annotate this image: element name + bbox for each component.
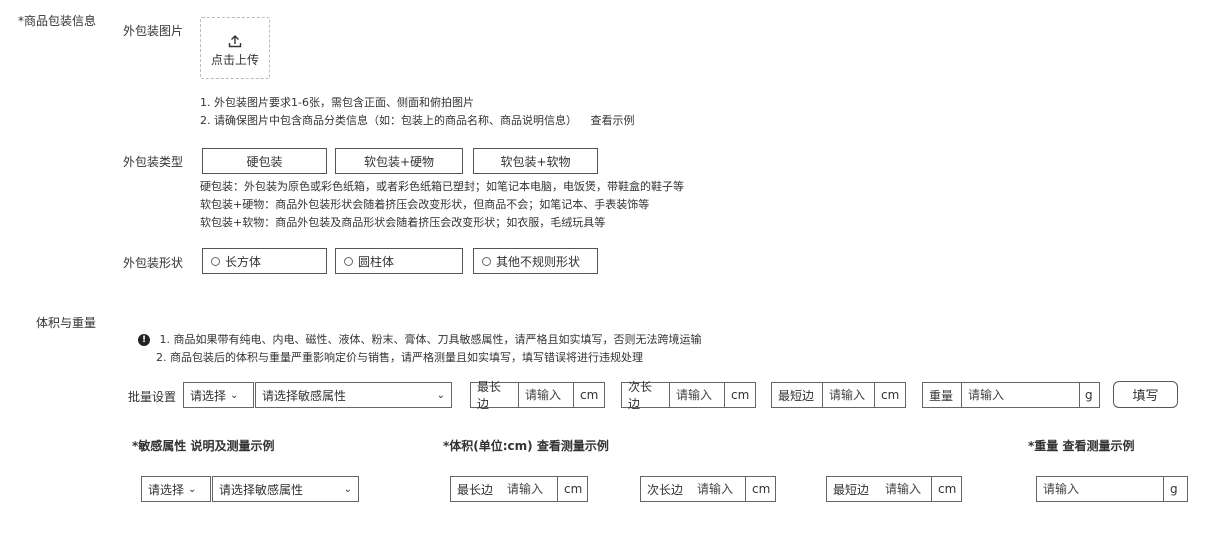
view-example-link[interactable]: 查看示例 [590, 114, 635, 127]
radio-icon [344, 256, 353, 266]
row-second-unit: cm [745, 477, 775, 501]
batch-select-sensitive-value: 请选择敏感属性 [262, 388, 347, 403]
shape-option-cylinder-label: 圆柱体 [358, 254, 395, 269]
batch-weight-unit: g [1079, 383, 1099, 407]
type-option-soft-hard-label: 软包装+硬物 [363, 154, 435, 169]
row-second-input[interactable] [691, 477, 745, 501]
shape-option-cuboid[interactable]: 长方体 [202, 248, 327, 274]
row-weight-unit: g [1163, 477, 1187, 501]
upload-button[interactable]: 点击上传 [200, 17, 270, 79]
batch-longest-label: 最长边 [477, 380, 502, 411]
volume-section-title: 体积与重量 [36, 316, 97, 330]
batch-longest-group: 最长边 cm [470, 380, 605, 411]
radio-icon [211, 256, 220, 266]
package-shape-label: 外包装形状 [123, 256, 184, 270]
batch-second-label: 次长边 [628, 380, 653, 411]
type-option-soft-soft[interactable]: 软包装+软物 [473, 148, 598, 174]
chevron-down-icon: ⌄ [436, 389, 445, 401]
batch-shortest-label: 最短边 [778, 388, 815, 403]
volume-note-1: 1. 商品如果带有纯电、内电、磁性、液体、粉末、膏体、刀具敏感属性，请严格且如实… [159, 333, 702, 346]
chevron-down-icon: ⌄ [188, 483, 197, 495]
batch-longest-input[interactable] [518, 383, 573, 407]
row-shortest-unit: cm [931, 477, 961, 501]
volume-column-header: *体积(单位:cm) 查看测量示例 [443, 437, 609, 454]
batch-select-1-value: 请选择 [190, 388, 227, 403]
type-option-hard-label: 硬包装 [246, 154, 283, 169]
batch-shortest-group: 最短边 cm [771, 382, 906, 408]
sensitive-column-header: *敏感属性 说明及测量示例 [132, 437, 274, 454]
row-longest-label: 最长边 [457, 482, 494, 497]
shape-option-irregular[interactable]: 其他不规则形状 [473, 248, 598, 274]
row-shortest-input[interactable] [879, 477, 931, 501]
weight-example-link[interactable]: 查看测量示例 [1062, 439, 1135, 453]
row-longest-unit: cm [557, 477, 587, 501]
row-weight-input[interactable] [1037, 477, 1163, 501]
row-select-1[interactable]: 请选择⌄ [141, 476, 211, 502]
image-note-2-row: 2. 请确保图片中包含商品分类信息（如：包装上的商品名称、商品说明信息） 查看示… [200, 112, 635, 130]
weight-column-header: *重量 查看测量示例 [1028, 437, 1134, 454]
row-weight-group: g [1036, 476, 1188, 502]
image-note-1: 1. 外包装图片要求1-6张，需包含正面、侧面和俯拍图片 [200, 96, 474, 109]
exclamation-icon: ! [138, 334, 150, 346]
row-longest-group: 最长边 cm [450, 476, 588, 502]
upload-label: 点击上传 [210, 53, 259, 67]
shape-option-cylinder[interactable]: 圆柱体 [335, 248, 463, 274]
type-desc-soft-soft: 软包装+软物：商品外包装及商品形状会随着挤压会改变形状；如衣服，毛绒玩具等 [200, 216, 606, 229]
sensitive-header-text: *敏感属性 [132, 439, 187, 453]
sensitive-example-link[interactable]: 说明及测量示例 [190, 439, 275, 453]
shape-option-cuboid-label: 长方体 [225, 254, 262, 269]
batch-shortest-input[interactable] [822, 383, 874, 407]
package-section-title: *商品包装信息 [18, 14, 97, 28]
type-desc-hard: 硬包装：外包装为原色或彩色纸箱，或者彩色纸箱已塑封；如笔记本电脑，电饭煲，带鞋盒… [200, 180, 684, 193]
row-second-group: 次长边 cm [640, 476, 776, 502]
batch-weight-input[interactable] [961, 383, 1079, 407]
fill-button[interactable]: 填写 [1113, 381, 1178, 408]
batch-second-input[interactable] [669, 383, 724, 407]
weight-header-text: *重量 [1028, 439, 1059, 453]
batch-shortest-unit: cm [874, 383, 905, 407]
type-desc-soft-hard: 软包装+硬物：商品外包装形状会随着挤压会改变形状，但商品不会；如笔记本、手表装饰… [200, 198, 650, 211]
row-longest-input[interactable] [501, 477, 557, 501]
chevron-down-icon: ⌄ [343, 483, 352, 495]
row-second-label: 次长边 [647, 482, 684, 497]
radio-icon [482, 256, 491, 266]
batch-select-1[interactable]: 请选择⌄ [183, 382, 254, 408]
batch-setting-label: 批量设置 [128, 390, 177, 404]
volume-note-2: 2. 商品包装后的体积与重量严重影响定价与销售，请严格测量且如实填写，填写错误将… [156, 351, 643, 364]
batch-weight-group: 重量 g [922, 382, 1100, 408]
volume-header-text: *体积(单位:cm) [443, 439, 533, 453]
type-option-soft-soft-label: 软包装+软物 [500, 154, 571, 169]
volume-note-1-row: ! 1. 商品如果带有纯电、内电、磁性、液体、粉末、膏体、刀具敏感属性，请严格且… [138, 331, 702, 349]
row-shortest-group: 最短边 cm [826, 476, 962, 502]
package-type-label: 外包装类型 [123, 155, 184, 169]
type-option-soft-hard[interactable]: 软包装+硬物 [335, 148, 463, 174]
row-select-sensitive-value: 请选择敏感属性 [219, 482, 304, 497]
upload-icon [228, 35, 242, 48]
batch-weight-label: 重量 [929, 388, 954, 403]
batch-longest-unit: cm [573, 383, 604, 407]
volume-example-link[interactable]: 查看测量示例 [536, 439, 609, 453]
batch-second-group: 次长边 cm [621, 380, 756, 411]
batch-select-sensitive[interactable]: 请选择敏感属性 ⌄ [255, 382, 452, 408]
batch-second-unit: cm [724, 383, 755, 407]
shape-option-irregular-label: 其他不规则形状 [496, 254, 581, 269]
row-shortest-label: 最短边 [833, 482, 870, 497]
image-note-2: 2. 请确保图片中包含商品分类信息（如：包装上的商品名称、商品说明信息） [200, 114, 577, 127]
outer-image-label: 外包装图片 [123, 24, 184, 38]
row-select-1-value: 请选择 [148, 482, 185, 497]
row-select-sensitive[interactable]: 请选择敏感属性 ⌄ [212, 476, 359, 502]
chevron-down-icon: ⌄ [230, 389, 239, 401]
type-option-hard[interactable]: 硬包装 [202, 148, 327, 174]
